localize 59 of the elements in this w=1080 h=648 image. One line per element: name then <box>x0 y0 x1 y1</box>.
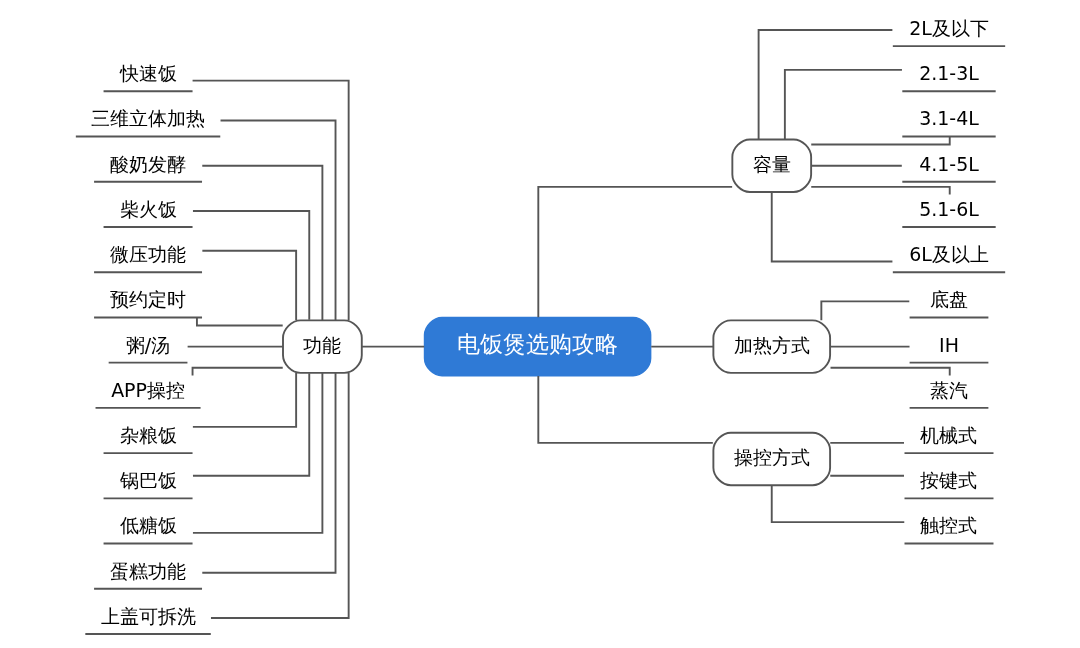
node-text: 触控式 <box>920 514 977 537</box>
node-text: 微压功能 <box>109 243 186 266</box>
connector <box>191 371 323 534</box>
connector <box>757 29 893 140</box>
node-text: 底盘 <box>929 288 968 311</box>
node-text: 5.1-6L <box>918 197 979 220</box>
connector <box>828 441 905 444</box>
connector <box>200 372 336 574</box>
connector <box>360 345 425 348</box>
node-box: 操控方式 <box>711 431 831 487</box>
node-text: 低糖饭 <box>119 514 177 537</box>
node-box: 电饭煲选购攻略 <box>423 316 651 377</box>
node-box: 功能 <box>281 319 363 374</box>
node-box: 容量 <box>730 138 812 193</box>
node-text: 锅巴饭 <box>119 469 177 492</box>
connector <box>209 372 350 619</box>
connector <box>195 316 284 327</box>
connector <box>200 164 323 322</box>
connector <box>829 366 951 377</box>
node-text: IH <box>938 333 959 356</box>
node-text: 3.1-4L <box>918 107 979 130</box>
connector <box>536 185 733 319</box>
connector <box>191 372 310 477</box>
node-text: 三维立体加热 <box>90 107 205 130</box>
node-text: 快速饭 <box>119 62 177 85</box>
node-text: 杂粮饭 <box>119 424 177 447</box>
connector <box>191 210 310 321</box>
connector <box>828 474 905 477</box>
node-text: 4.1-5L <box>918 152 979 175</box>
connector <box>783 68 903 140</box>
node-text: APP操控 <box>110 378 185 401</box>
connector <box>810 164 903 167</box>
connector <box>649 345 714 348</box>
node-text: 蒸汽 <box>929 378 968 401</box>
connector <box>191 366 284 377</box>
connector <box>819 300 910 322</box>
connector <box>186 345 284 348</box>
connector <box>809 136 951 146</box>
node-text: 2L及以下 <box>908 16 989 39</box>
node-text: 按键式 <box>920 469 977 492</box>
node-text: 2.1-3L <box>918 62 979 85</box>
node-text: 蛋糕功能 <box>109 559 186 582</box>
node-box: 加热方式 <box>711 319 831 374</box>
connector <box>219 119 336 322</box>
connector <box>191 79 350 322</box>
node-text: 酸奶发酵 <box>109 152 186 175</box>
connector <box>536 375 714 444</box>
connector <box>770 484 905 524</box>
connector <box>191 371 297 428</box>
node-text: 上盖可拆洗 <box>100 604 196 627</box>
connector <box>809 185 951 196</box>
node-text: 预约定时 <box>109 288 186 311</box>
node-text: 6L及以上 <box>908 243 989 266</box>
connector <box>200 249 297 321</box>
node-text: 柴火饭 <box>119 197 177 220</box>
node-text: 机械式 <box>920 424 977 447</box>
connector <box>770 191 893 263</box>
connector <box>828 345 910 348</box>
node-text: 粥/汤 <box>125 333 170 356</box>
